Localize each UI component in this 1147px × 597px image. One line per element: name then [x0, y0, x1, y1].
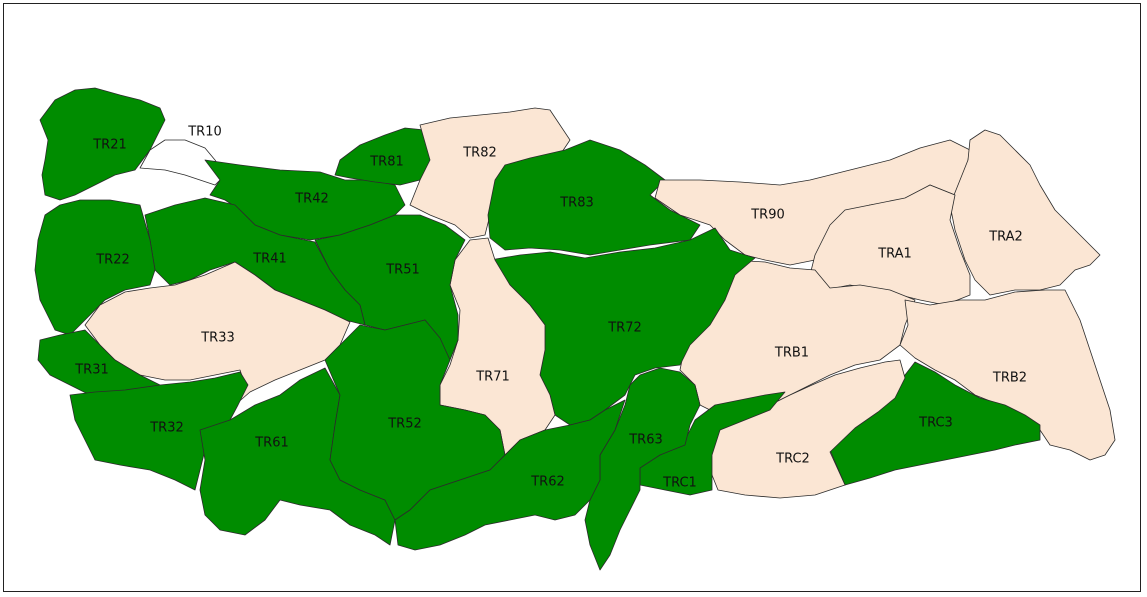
- region-TR83: [487, 139, 701, 256]
- region-label-TRC2: TRC2: [775, 452, 810, 467]
- region-label-TR51: TR51: [385, 263, 420, 278]
- region-TRC2: [709, 359, 906, 499]
- region-label-TR32: TR32: [149, 421, 184, 436]
- region-label-TR52: TR52: [387, 417, 422, 432]
- region-label-TR10: TR10: [187, 125, 222, 140]
- region-TR62: [394, 399, 626, 551]
- region-label-TRB2: TRB2: [992, 371, 1027, 386]
- region-label-TRA1: TRA1: [877, 247, 912, 262]
- region-label-TRB1: TRB1: [774, 346, 809, 361]
- region-label-TR41: TR41: [252, 252, 287, 267]
- region-label-TR90: TR90: [750, 208, 785, 223]
- region-label-TR63: TR63: [628, 433, 663, 448]
- region-TR22: [34, 199, 156, 336]
- region-label-TR81: TR81: [369, 155, 404, 170]
- region-label-TR31: TR31: [74, 363, 109, 378]
- region-TR21: [39, 87, 166, 201]
- region-TRB2: [899, 289, 1116, 461]
- region-label-TR62: TR62: [530, 475, 565, 490]
- region-label-TR71: TR71: [475, 370, 510, 385]
- region-label-TR82: TR82: [462, 146, 497, 161]
- region-label-TR72: TR72: [607, 321, 642, 336]
- region-label-TR83: TR83: [559, 196, 594, 211]
- region-label-TR33: TR33: [200, 331, 235, 346]
- region-label-TR22: TR22: [95, 253, 130, 268]
- region-TR52: [324, 319, 506, 521]
- region-label-TRA2: TRA2: [988, 230, 1023, 245]
- region-TRA2: [949, 129, 1101, 296]
- region-label-TRC3: TRC3: [918, 416, 953, 431]
- region-TR63: [584, 367, 701, 571]
- region-label-TRC1: TRC1: [662, 476, 697, 491]
- region-label-TR61: TR61: [254, 436, 289, 451]
- region-label-TR21: TR21: [92, 138, 127, 153]
- region-label-TR42: TR42: [294, 192, 329, 207]
- region-TR61: [199, 367, 396, 546]
